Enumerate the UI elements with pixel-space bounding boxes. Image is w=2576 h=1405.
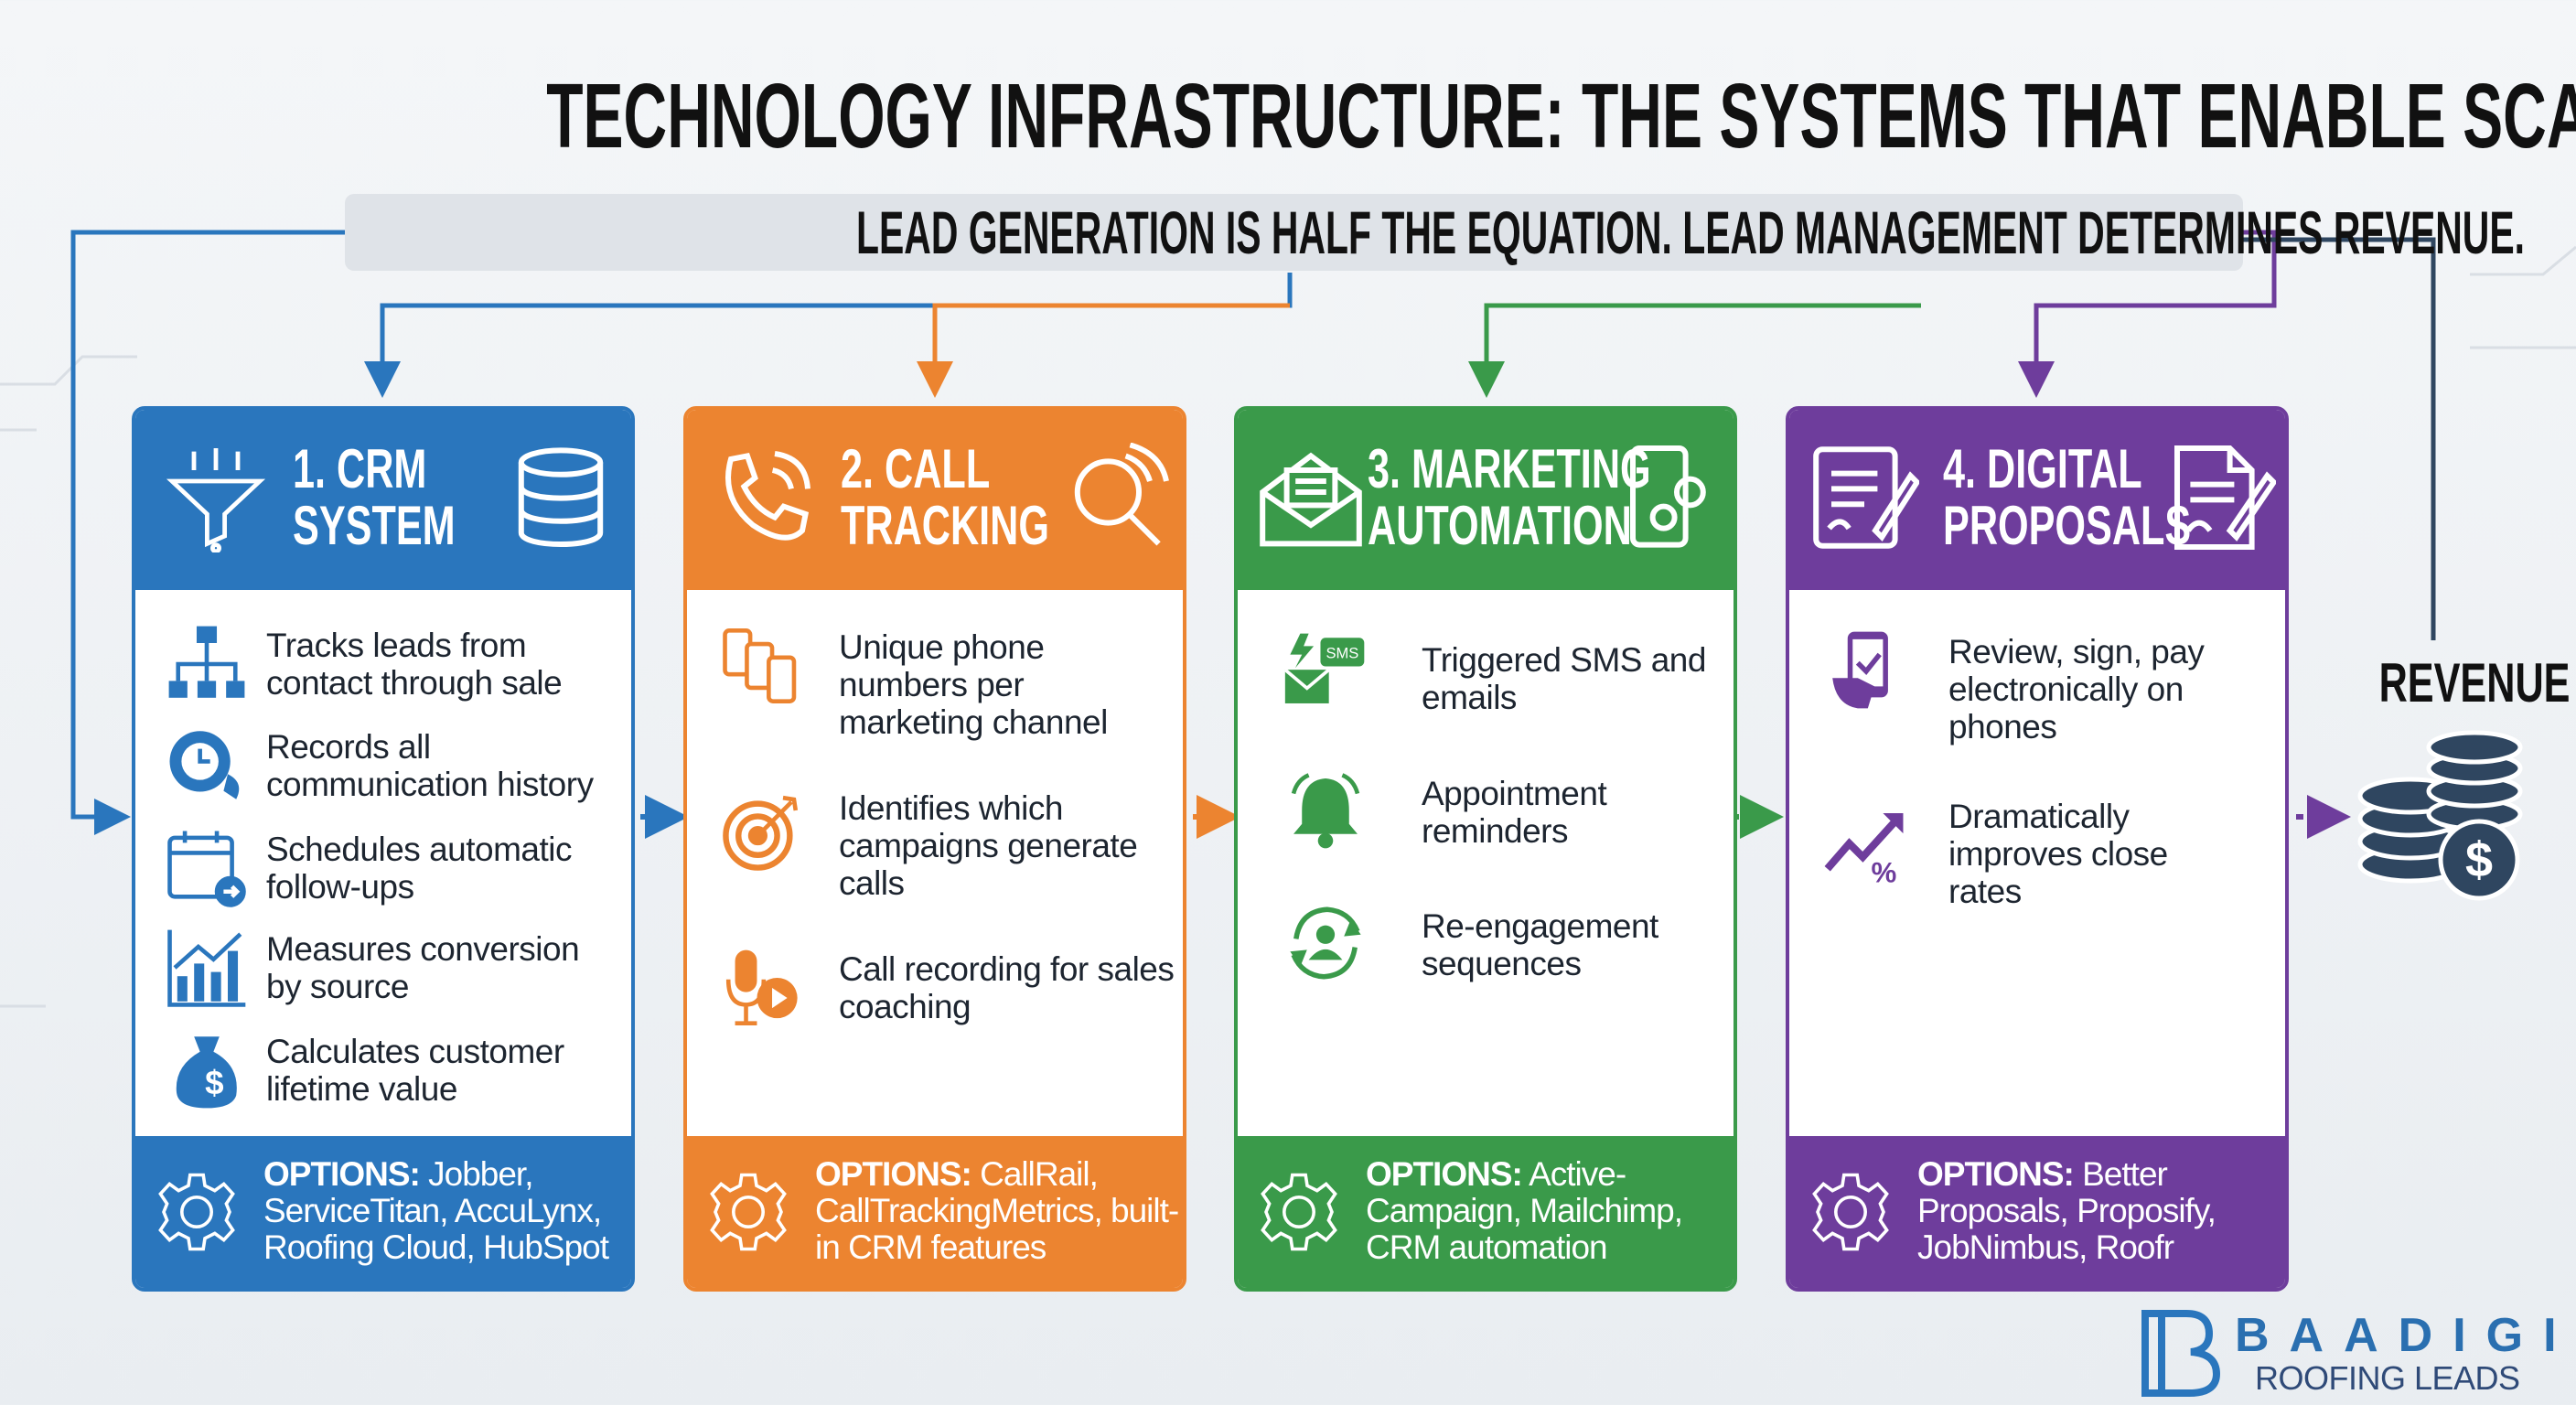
envelope-icon (1260, 452, 1362, 547)
subtitle-banner: LEAD GENERATION IS HALF THE EQUATION. LE… (345, 194, 2525, 271)
list-item: Review, sign, pay electronically on phon… (1948, 633, 2205, 745)
org-chart-icon (168, 626, 245, 698)
list-item: Schedules automatic follow-ups (266, 831, 572, 906)
chat-clock-icon (169, 731, 240, 799)
phones-icon (723, 628, 797, 703)
gear-icon (710, 1173, 787, 1251)
list-item: Appointment reminders (1422, 775, 1607, 850)
phone-ringing-icon (725, 451, 810, 541)
list-item: Identifies which campaigns generate call… (839, 789, 1138, 902)
page-title: TECHNOLOGY INFRASTRUCTURE: THE SYSTEMS T… (0, 64, 2576, 169)
svg-text:$: $ (2465, 832, 2493, 887)
phone-gear-icon (1630, 445, 1706, 548)
sms-email-icon: SMS (1283, 633, 1365, 703)
options-footer: OPTIONS: CallRail, CallTrackingMetrics, … (687, 1136, 1183, 1288)
list-item: Re-engagement sequences (1422, 907, 1658, 982)
target-icon (723, 795, 799, 871)
list-item: Records all communication history (266, 728, 594, 803)
options-text: OPTIONS: Active-Campaign, Mailchimp, CRM… (1366, 1155, 1683, 1266)
svg-text:$: $ (205, 1064, 223, 1101)
options-footer: OPTIONS: Jobber, ServiceTitan, AccuLynx,… (135, 1136, 631, 1288)
list-item: Tracks leads from contact through sale (266, 627, 563, 702)
gear-icon (1812, 1173, 1889, 1251)
logo-b-mark (2141, 1310, 2221, 1397)
tablet-sign-icon (1813, 446, 1919, 549)
bar-chart-icon (167, 929, 246, 1007)
refresh-user-icon (1290, 906, 1361, 980)
database-icon (518, 447, 604, 547)
trend-up-percent-icon: % (1824, 813, 1904, 887)
logo-name: BAADIGI (2235, 1309, 2576, 1362)
options-footer: OPTIONS: Active-Campaign, Mailchimp, CRM… (1238, 1136, 1733, 1288)
microphone-play-icon (725, 949, 798, 1025)
list-item: Triggered SMS and emails (1422, 641, 1706, 716)
list-item: Measures conversion by source (266, 930, 580, 1005)
svg-text:%: % (1872, 856, 1897, 887)
calendar-icon (167, 831, 246, 907)
money-bag-icon: $ (176, 1036, 237, 1109)
search-icon (1074, 443, 1169, 546)
revenue-label: REVENUE (2378, 652, 2571, 713)
document-sign-icon (2174, 445, 2276, 550)
list-item: Call recording for sales coaching (839, 950, 1175, 1025)
phone-check-icon (1832, 631, 1888, 709)
sms-badge: SMS (1326, 644, 1358, 661)
list-item: Dramatically improves close rates (1948, 798, 2168, 910)
list-item: Calculates customer lifetime value (266, 1033, 564, 1108)
options-text: OPTIONS: Jobber, ServiceTitan, AccuLynx,… (263, 1155, 609, 1266)
logo-tagline: ROOFING LEADS (2255, 1359, 2520, 1397)
options-text: OPTIONS: Better Proposals, Proposify, Jo… (1917, 1155, 2216, 1266)
title-text: TECHNOLOGY INFRASTRUCTURE: THE SYSTEMS T… (546, 65, 2576, 167)
options-text: OPTIONS: CallRail, CallTrackingMetrics, … (815, 1155, 1179, 1266)
options-footer: OPTIONS: Better Proposals, Proposify, Jo… (1789, 1136, 2285, 1288)
alarm-bell-icon (1291, 773, 1360, 849)
list-item: Unique phone numbers per marketing chann… (839, 628, 1108, 741)
coins-dollar-icon: $ (2357, 730, 2523, 901)
subtitle-text: LEAD GENERATION IS HALF THE EQUATION. LE… (855, 198, 2526, 266)
gear-icon (158, 1173, 235, 1251)
brand-logo: BAADIGI ROOFING LEADS (2136, 1306, 2557, 1398)
gear-icon (1261, 1173, 1337, 1251)
funnel-icon (166, 448, 266, 552)
